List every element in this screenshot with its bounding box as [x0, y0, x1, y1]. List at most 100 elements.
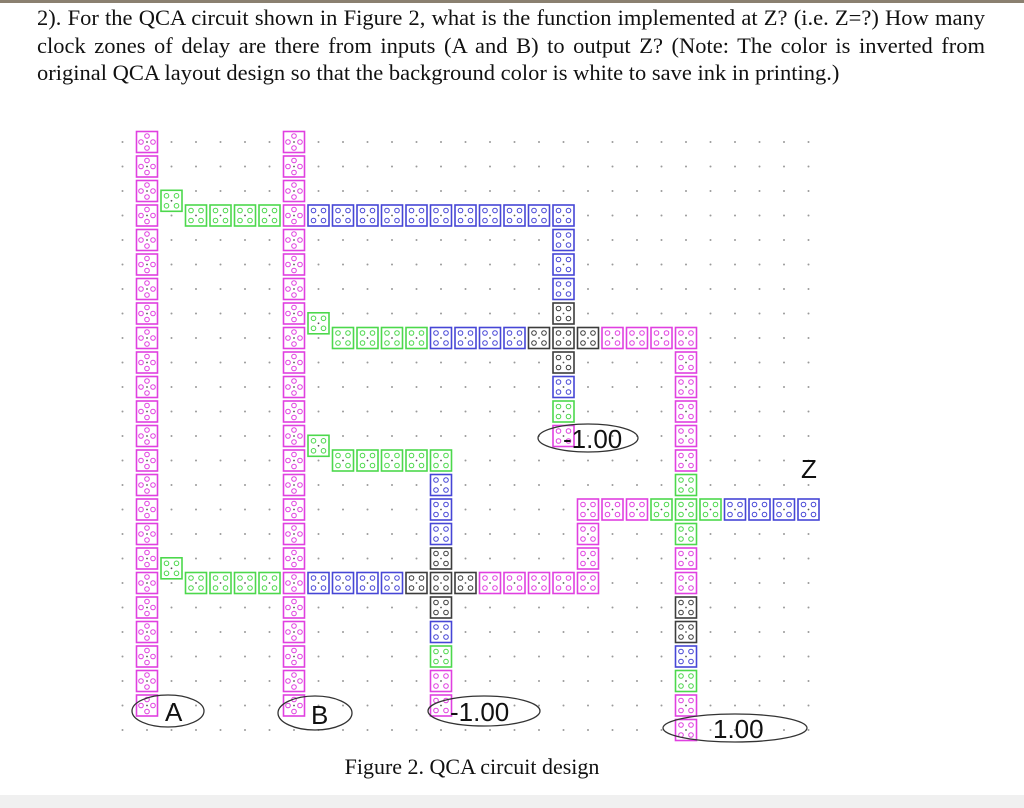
grid-dot	[219, 655, 222, 658]
grid-dot	[464, 680, 467, 682]
grid-dot	[734, 459, 736, 462]
grid-dot	[611, 582, 614, 584]
qca-cell	[797, 498, 820, 521]
grid-dot	[587, 655, 589, 658]
qca-cell	[552, 277, 575, 301]
grid-dot	[195, 435, 197, 437]
grid-dot	[391, 190, 393, 192]
grid-dot	[513, 557, 516, 560]
grid-dot	[587, 214, 589, 217]
grid-dot	[489, 239, 491, 241]
qca-cell	[454, 204, 477, 227]
grid-dot	[342, 508, 344, 511]
grid-dot	[121, 655, 124, 658]
grid-dot	[783, 141, 785, 143]
grid-dot	[758, 361, 761, 364]
output-z-label: Z	[801, 454, 817, 484]
grid-dot	[170, 484, 173, 486]
grid-dot	[734, 680, 736, 682]
grid-dot	[807, 435, 810, 437]
qca-cell	[356, 204, 379, 227]
qca-cell	[674, 645, 698, 668]
grid-dot	[391, 484, 393, 486]
grid-dot	[268, 190, 271, 192]
grid-dot	[562, 190, 565, 192]
grid-dot	[538, 655, 540, 658]
grid-dot	[660, 239, 663, 241]
grid-dot	[317, 606, 320, 609]
grid-dot	[464, 484, 467, 486]
qca-cell	[699, 498, 722, 521]
grid-dot	[513, 631, 516, 633]
grid-dot	[636, 288, 638, 290]
qca-cell	[405, 571, 428, 595]
grid-dot	[734, 214, 736, 217]
grid-dot	[489, 312, 491, 315]
grid-dot	[734, 141, 736, 143]
qca-cell	[527, 326, 551, 350]
qca-cell	[674, 351, 698, 374]
grid-dot	[538, 190, 540, 192]
grid-dot	[758, 729, 761, 731]
grid-dot	[709, 435, 712, 437]
grid-dot	[611, 141, 614, 143]
grid-dot	[587, 288, 589, 290]
qca-cell	[552, 204, 575, 227]
grid-dot	[758, 141, 761, 143]
qca-cell	[282, 155, 306, 178]
grid-dot	[342, 729, 344, 731]
grid-dot	[366, 606, 369, 609]
qca-cell	[674, 400, 698, 423]
grid-dot	[342, 141, 344, 143]
grid-dot	[709, 214, 712, 217]
grid-dot	[268, 508, 271, 511]
grid-dot	[660, 288, 663, 290]
grid-dot	[219, 680, 222, 682]
grid-dot	[464, 312, 467, 315]
grid-dot	[366, 729, 369, 731]
qca-cell	[356, 449, 379, 472]
grid-dot	[734, 435, 736, 437]
grid-dot	[391, 655, 393, 658]
grid-dot	[415, 631, 418, 633]
qca-cell	[429, 571, 453, 595]
grid-dot	[489, 263, 491, 266]
grid-dot	[783, 533, 785, 535]
qca-cell	[135, 571, 159, 595]
grid-dot	[611, 263, 614, 266]
grid-dot	[366, 410, 369, 413]
grid-dot	[244, 484, 246, 486]
bottom-bar	[0, 795, 1024, 808]
grid-dot	[489, 508, 491, 511]
grid-dot	[391, 533, 393, 535]
grid-dot	[170, 631, 173, 633]
grid-dot	[391, 410, 393, 413]
grid-dot	[121, 508, 124, 511]
grid-dot	[636, 165, 638, 168]
grid-dot	[807, 729, 810, 731]
grid-dot	[268, 655, 271, 658]
grid-dot	[415, 606, 418, 609]
qca-cell	[478, 204, 502, 227]
qca-cell	[429, 694, 453, 717]
grid-dot	[587, 484, 589, 486]
qca-cell	[135, 179, 159, 203]
grid-dot	[195, 508, 197, 511]
grid-dot	[464, 508, 467, 511]
qca-cell	[601, 498, 624, 521]
grid-dot	[121, 484, 124, 486]
grid-dot	[734, 631, 736, 633]
grid-dot	[807, 214, 810, 217]
grid-dot	[391, 631, 393, 633]
qca-cell	[282, 620, 306, 644]
grid-dot	[244, 288, 246, 290]
grid-dot	[758, 165, 761, 168]
grid-dot	[758, 288, 761, 290]
grid-dot	[244, 680, 246, 682]
grid-dot	[244, 263, 246, 266]
grid-dot	[317, 386, 320, 388]
grid-dot	[244, 386, 246, 388]
qca-cell	[282, 277, 306, 301]
grid-dot	[366, 655, 369, 658]
grid-dot	[758, 631, 761, 633]
